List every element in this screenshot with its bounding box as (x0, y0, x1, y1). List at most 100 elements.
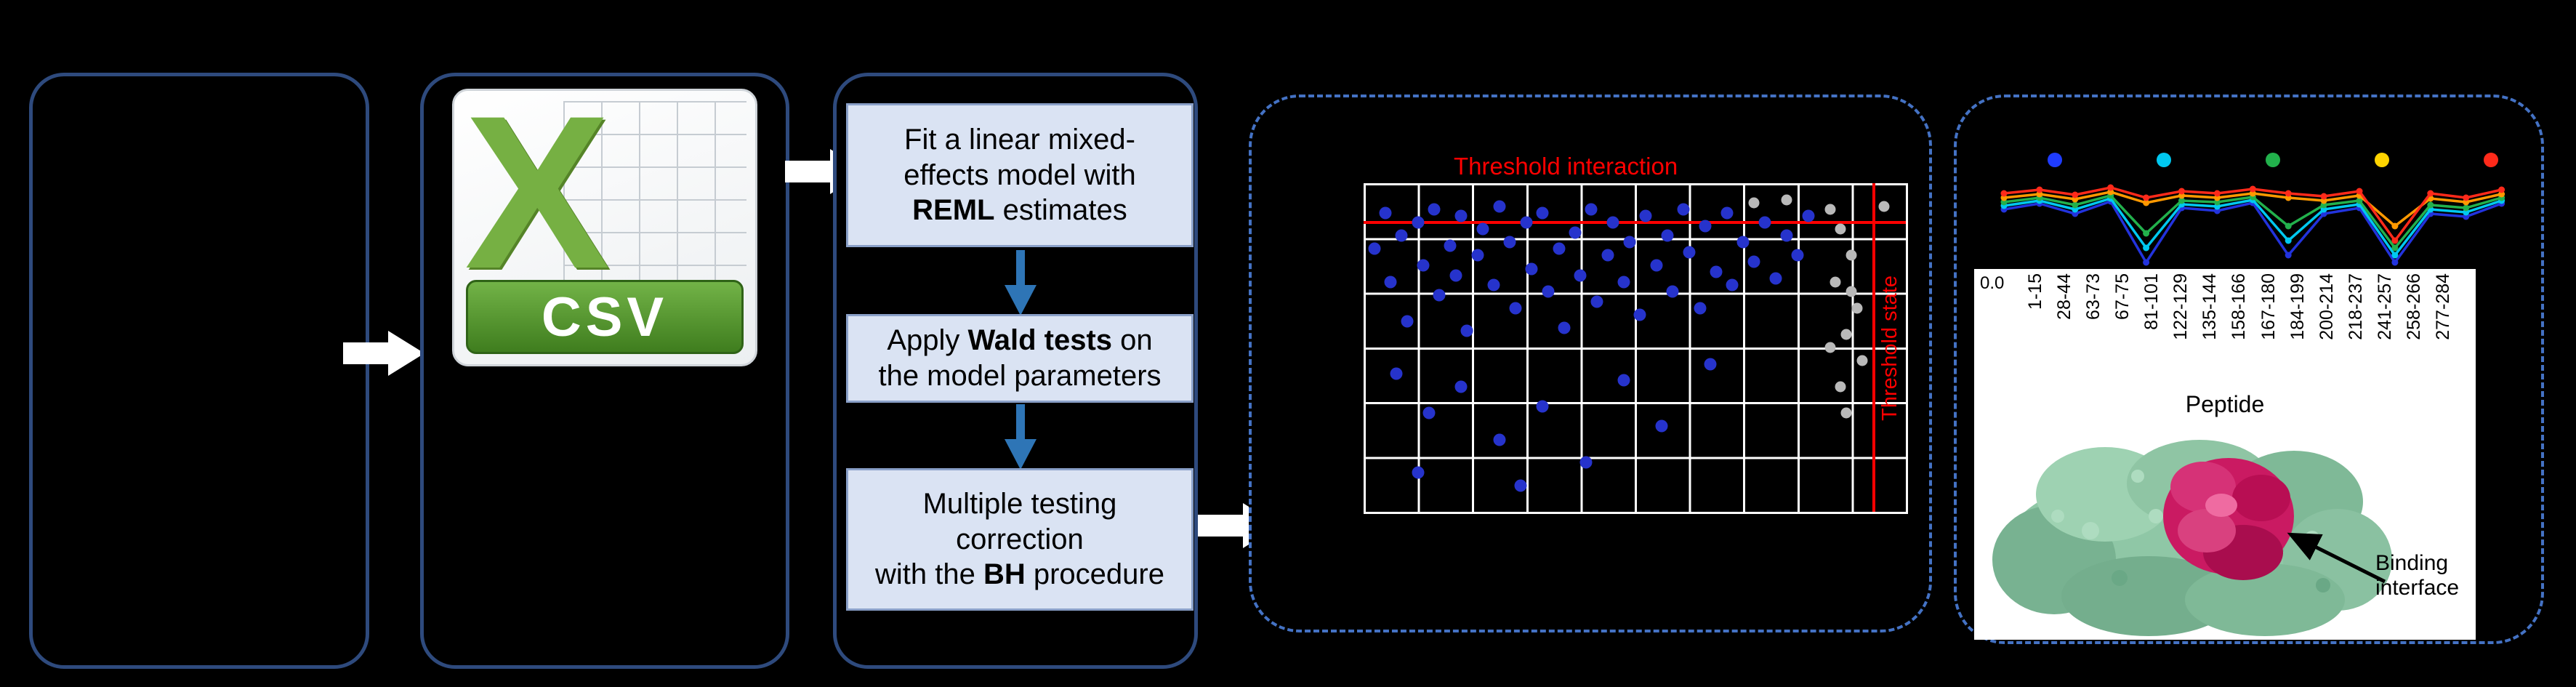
scatter-point (1417, 259, 1430, 272)
scatter-point (1454, 209, 1468, 222)
scatter-point (1558, 321, 1571, 334)
step-bh-text: Multiple testing correction with the BH … (875, 487, 1164, 591)
scatter-point (1710, 265, 1723, 278)
csv-file-icon: X CSV (452, 70, 757, 366)
peptide-tick-label: 28-44 (2054, 273, 2075, 320)
peptide-tick-label: 200-214 (2316, 273, 2337, 340)
scatter-point (1704, 358, 1717, 371)
spreadsheet-grid-icon (563, 101, 746, 294)
scatter-point (1824, 204, 1836, 215)
threshold-interaction-line (1364, 220, 1906, 224)
peptide-tick-label: 167-180 (2258, 273, 2279, 340)
scatter-point (1569, 226, 1582, 239)
peptide-tick-label: 135-144 (2199, 273, 2221, 340)
scatter-point (1878, 201, 1890, 212)
scatter-point (1677, 203, 1690, 216)
scatter-point (1433, 289, 1446, 302)
scatter-point (1650, 259, 1663, 272)
scatter-point (1699, 220, 1712, 233)
step-wald-text: Apply Wald tests on the model parameters (878, 324, 1162, 392)
scatter-point (1379, 206, 1392, 220)
scatter-point (1525, 262, 1538, 276)
scatter-point (1736, 236, 1750, 249)
scatter-point (1606, 216, 1619, 229)
scatter-point (1401, 315, 1414, 328)
scatter-point (1666, 285, 1679, 298)
scatter-point (1368, 242, 1381, 255)
binding-interface-label: Binding interface (2375, 551, 2460, 600)
scatter-point (1412, 466, 1425, 479)
peptide-tick-label: 218-237 (2345, 273, 2366, 340)
scatter-point (1493, 200, 1505, 213)
scatter-point (1661, 229, 1674, 242)
scatter-point (1509, 302, 1522, 315)
scatter-point (1856, 355, 1868, 366)
protein-structure-figure (1992, 440, 2392, 636)
scatter-point (1536, 400, 1549, 413)
scatter-point (1720, 206, 1734, 220)
scatter-point (1846, 249, 1857, 261)
scatter-point (1748, 197, 1760, 209)
scatter-point (1639, 209, 1652, 222)
scatter-point (1781, 194, 1792, 206)
down-arrow-icon (1005, 250, 1037, 316)
scatter-point (1536, 206, 1549, 220)
scatter-point (1503, 236, 1516, 249)
uptake-profile-chart (2000, 153, 2505, 266)
scatter-point (1384, 276, 1397, 289)
scatter-point (1840, 329, 1852, 340)
peptide-tick-label: 158-166 (2229, 273, 2250, 340)
peptide-tick-label: 1-15 (2025, 273, 2045, 310)
scatter-point (1449, 269, 1462, 282)
scatter-point (1617, 374, 1630, 387)
step-reml: Fit a linear mixed- effects model with R… (846, 103, 1194, 247)
y-axis-tick: 0.0 (1980, 273, 2005, 293)
threshold-state-label: Threshold state (1878, 275, 1901, 421)
peptide-tick-label: 67-75 (2112, 273, 2133, 320)
scatter-point (1390, 367, 1403, 380)
scatter-point (1422, 406, 1436, 419)
scatter-point (1694, 302, 1707, 315)
scatter-point (1601, 249, 1614, 262)
scatter-point (1553, 242, 1566, 255)
scatter-point (1846, 286, 1857, 297)
scatter-point (1617, 276, 1630, 289)
scatter-point (1683, 246, 1696, 259)
scatter-point (1542, 285, 1555, 298)
peptide-tick-label: 241-257 (2374, 273, 2395, 340)
scatter-point (1758, 216, 1771, 229)
scatter-point (1623, 236, 1636, 249)
scatter-point (1835, 381, 1846, 393)
excel-x-icon: X (464, 70, 611, 314)
scatter-point (1802, 209, 1815, 222)
scatter-point (1493, 433, 1505, 446)
scatter-point (1726, 278, 1739, 292)
scatter-point (1851, 302, 1863, 314)
peptide-tick-label: 277-284 (2432, 273, 2453, 340)
scatter-point (1590, 295, 1603, 308)
peptide-tick-label: 63-73 (2083, 273, 2104, 320)
scatter-point (1824, 342, 1836, 353)
peptide-tick-label: 184-199 (2287, 273, 2308, 340)
scatter-point (1471, 249, 1484, 262)
scatter-point (1487, 278, 1500, 292)
scatter-point (1835, 223, 1846, 235)
peptide-tick-label: 81-101 (2141, 273, 2162, 330)
scatter-point (1780, 229, 1793, 242)
input-box (29, 73, 369, 669)
scatter-point (1585, 203, 1598, 216)
scatter-point (1520, 216, 1533, 229)
scatter-point (1428, 203, 1441, 216)
step-bh: Multiple testing correction with the BH … (846, 468, 1194, 611)
scatter-point (1444, 239, 1457, 252)
step-wald: Apply Wald tests on the model parameters (846, 314, 1194, 403)
scatter-point (1840, 407, 1852, 419)
scatter-point (1791, 249, 1804, 262)
scatter-point (1395, 229, 1408, 242)
scatter-point (1514, 479, 1527, 492)
scatter-point (1633, 308, 1646, 321)
threshold-interaction-label: Threshold interaction (1454, 153, 1678, 180)
peptide-tick-label: 258-266 (2403, 273, 2424, 340)
